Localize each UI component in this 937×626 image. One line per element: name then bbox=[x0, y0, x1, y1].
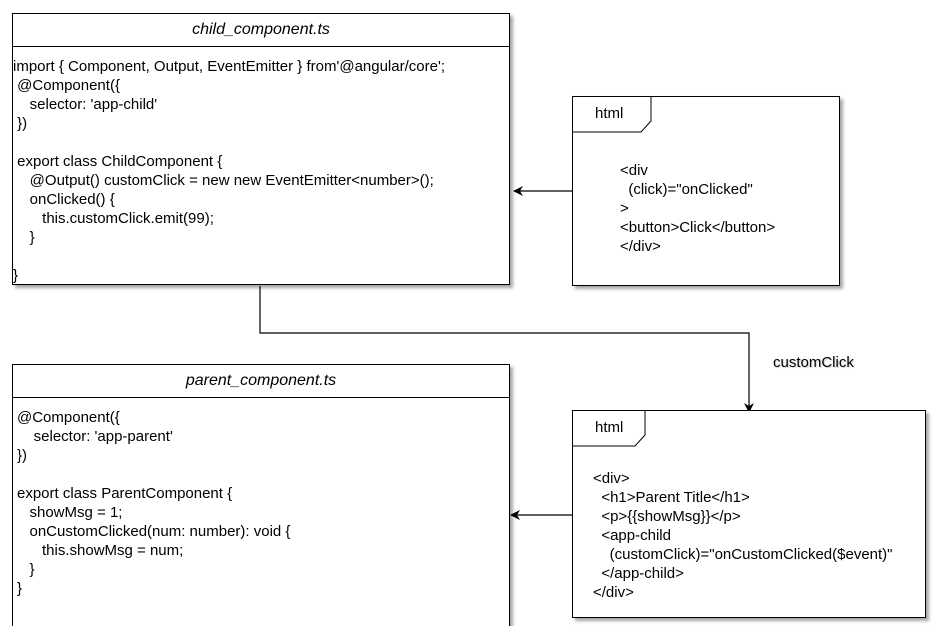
code-line: }) bbox=[17, 447, 28, 464]
code-line: selector: 'app-child' bbox=[13, 96, 158, 113]
parent-html-tab-label: html bbox=[595, 419, 624, 436]
code-line: </app-child> bbox=[593, 565, 684, 582]
child-component-box: child_component.ts import { Component, O… bbox=[12, 13, 510, 285]
child-html-tab-label: html bbox=[595, 105, 624, 122]
code-line: @Component({ bbox=[13, 77, 120, 94]
frame-tab-shape bbox=[573, 97, 652, 133]
parent-html-frame: html <div> <h1>Parent Title</h1> <p>{{sh… bbox=[572, 410, 926, 618]
parent-component-title: parent_component.ts bbox=[13, 365, 509, 398]
parent-component-box: parent_component.ts @Component({ selecto… bbox=[12, 364, 510, 626]
child-html-frame: html <div (click)="onClicked" > <button>Cl… bbox=[572, 96, 840, 286]
code-line: onClicked() { bbox=[13, 191, 115, 208]
code-line: (customClick)="onCustomClicked($event)" bbox=[593, 546, 893, 563]
frame-tab-shape bbox=[573, 411, 646, 447]
code-line: </div> bbox=[620, 238, 661, 255]
code-line: <div> bbox=[593, 470, 630, 487]
parent-component-code: @Component({ selector: 'app-parent'}) exp… bbox=[17, 408, 290, 598]
code-line bbox=[13, 133, 445, 152]
code-line: </div> bbox=[593, 584, 634, 601]
child-component-title: child_component.ts bbox=[13, 14, 509, 47]
code-line: export class ChildComponent { bbox=[13, 153, 223, 170]
parent-html-code: <div> <h1>Parent Title</h1> <p>{{showMsg… bbox=[593, 469, 893, 602]
child-component-code: import { Component, Output, EventEmitter… bbox=[13, 57, 445, 285]
code-line: @Component({ bbox=[17, 409, 120, 426]
code-line: showMsg = 1; bbox=[17, 504, 123, 521]
code-line: @Output() customClick = new new EventEmi… bbox=[13, 172, 434, 189]
code-line: this.customClick.emit(99); bbox=[13, 210, 214, 227]
child-html-code: <div (click)="onClicked" > <button>Click</… bbox=[620, 161, 775, 256]
code-line bbox=[13, 247, 445, 266]
code-line bbox=[17, 465, 290, 484]
code-line: }) bbox=[13, 115, 28, 132]
code-line: <h1>Parent Title</h1> bbox=[593, 489, 750, 506]
code-line: } bbox=[13, 229, 35, 246]
code-line: <div bbox=[620, 162, 648, 179]
code-line: onCustomClicked(num: number): void { bbox=[17, 523, 291, 540]
code-line: <app-child bbox=[593, 527, 671, 544]
code-line: export class ParentComponent { bbox=[17, 485, 233, 502]
code-line: <button>Click</button> bbox=[620, 219, 776, 236]
code-line: <p>{{showMsg}}</p> bbox=[593, 508, 741, 525]
code-line: this.showMsg = num; bbox=[17, 542, 184, 559]
code-line: } bbox=[13, 267, 19, 284]
code-line: (click)="onClicked" bbox=[620, 181, 753, 198]
code-line: > bbox=[620, 200, 629, 217]
code-line: selector: 'app-parent' bbox=[17, 428, 173, 445]
code-line: } bbox=[17, 561, 35, 578]
code-line: import { Component, Output, EventEmitter… bbox=[13, 58, 445, 75]
edge-child-to-parent-html bbox=[259, 286, 754, 413]
edge-label-custom-click: customClick bbox=[771, 354, 856, 371]
code-line: } bbox=[17, 580, 23, 597]
